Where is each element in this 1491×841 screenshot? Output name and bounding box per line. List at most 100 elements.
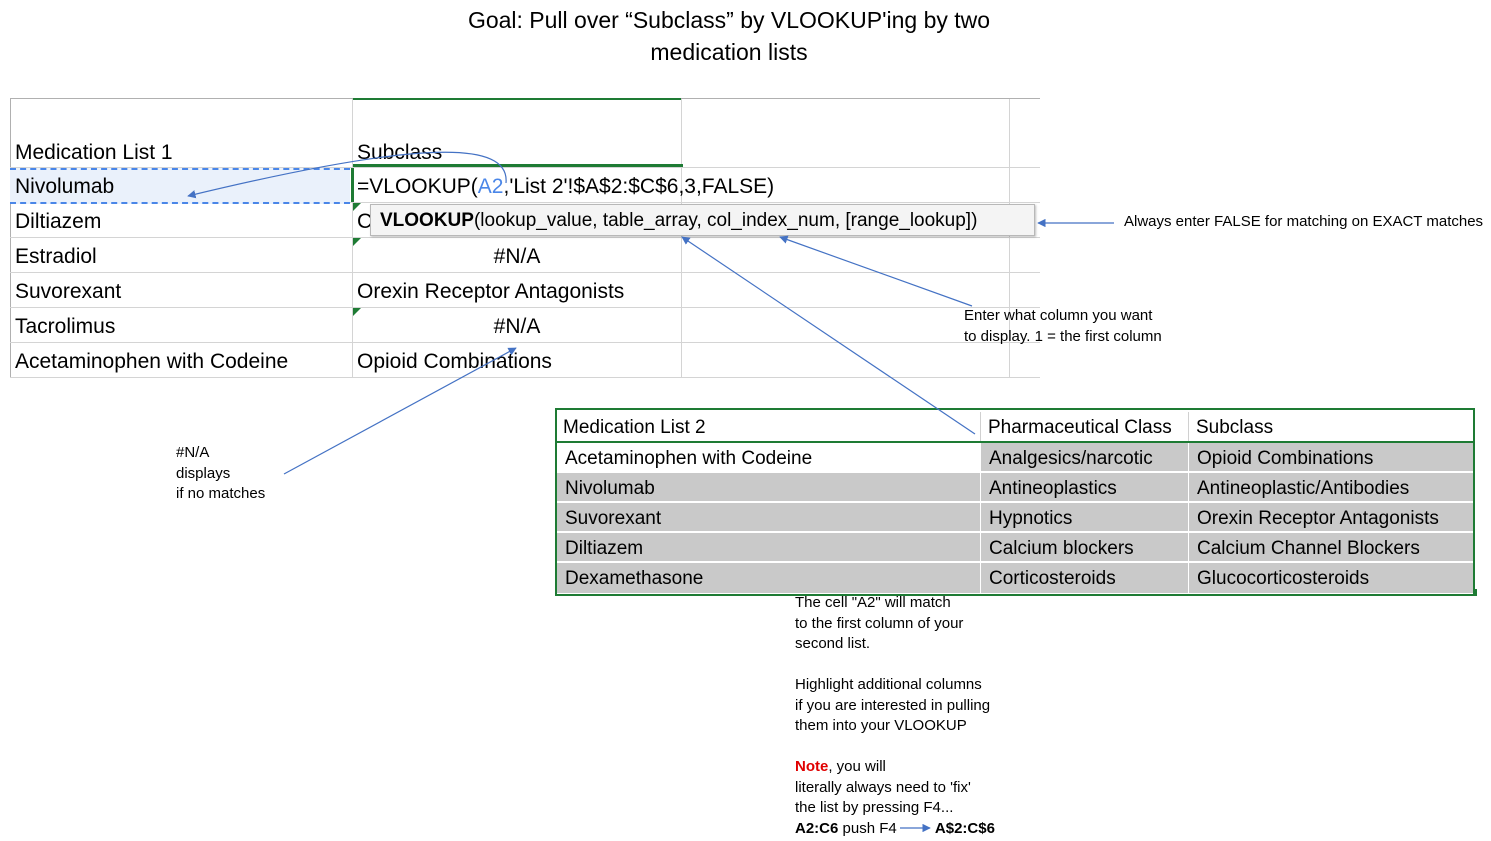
table-cell[interactable]: Corticosteroids [981,563,1188,594]
grid-line [980,412,981,442]
table-cell[interactable]: Opioid Combinations [1189,443,1473,472]
arrow-column-note [779,235,973,307]
arrow-formula-to-a2 [187,151,507,199]
column-note-line-2: to display. 1 = the first column [964,327,1162,345]
highlight-note-line-1: Highlight additional columns [795,676,982,693]
tooltip-arguments: (lookup_value, table_array, col_index_nu… [473,210,978,231]
cell-a1[interactable]: Medication List 1 [15,141,173,164]
range-border-bottom [555,594,1475,596]
na-note-line-2: displays [176,464,231,482]
column-note-line-1: Enter what column you want [964,307,1153,324]
title-line-2: medication lists [650,39,808,65]
table-row[interactable]: Diltiazem Calcium blockers Calcium Chann… [555,533,1473,563]
cell-b2-border-top [353,164,683,167]
highlight-note-line-3: them into your VLOOKUP [795,717,967,734]
grid-line [352,98,353,378]
grid-line [10,202,1040,203]
note-label: Note [795,758,829,775]
table-row[interactable]: Nivolumab Antineoplastics Antineoplastic… [555,473,1473,503]
formula-reference: A2 [477,175,504,198]
cell-a3[interactable]: Diltiazem [15,210,102,233]
cell-a5[interactable]: Suvorexant [15,280,122,303]
grid-line [1188,412,1189,442]
page-title: Goal: Pull over “Subclass” by VLOOKUP'in… [0,4,1458,68]
false-note: Always enter FALSE for matching on EXACT… [1124,213,1484,230]
data-range-border-top [555,441,1475,443]
na-note-line-3: if no matches [176,485,266,502]
table-cell[interactable]: Calcium Channel Blockers [1189,533,1473,562]
grid-line [10,98,11,378]
header-pharmaceutical-class[interactable]: Pharmaceutical Class [988,417,1172,438]
na-note: #N/A displays if no matches [176,443,265,505]
table-cell[interactable]: Orexin Receptor Antagonists [1189,503,1473,532]
error-indicator [353,203,361,211]
cell-b5[interactable]: Orexin Receptor Antagonists [357,280,625,303]
arrow-na-note [283,347,517,475]
table-cell[interactable]: Calcium blockers [981,533,1188,562]
grid-line [10,237,1040,238]
column-b-highlight [353,98,681,100]
na-note-line-1: #N/A [176,444,210,461]
header-medication-list-2[interactable]: Medication List 2 [563,417,706,438]
grid-line [10,307,1040,308]
note-line-3: the list by pressing F4... [795,799,954,816]
f4-from: A2:C6 [795,819,839,837]
error-indicator [353,238,361,246]
f4-mid: push F4 [838,819,901,837]
title-line-1: Goal: Pull over “Subclass” by VLOOKUP'in… [467,7,991,33]
table-cell[interactable]: Acetaminophen with Codeine [557,443,980,472]
range-border-top [555,408,1475,410]
sheet-1-grid: Medication List 1 Subclass Nivolumab =VL… [0,98,1040,378]
cell-a2[interactable]: Nivolumab [15,175,115,198]
cell-note-line-3: second list. [795,635,871,652]
formula-suffix: ,'List 2'!$A$2:$C$6,3,FALSE) [503,175,775,198]
cell-b2-border-left [351,168,354,202]
column-note: Enter what column you want to display. 1… [964,306,1162,347]
cell-note-line-1: The cell "A2" will match [795,594,951,611]
grid-line [10,272,1040,273]
table-cell[interactable]: Glucocorticosteroids [1189,563,1473,594]
sheet-2-table: Medication List 2 Pharmaceutical Class S… [555,408,1477,596]
note-line-1-rest: , you will [828,758,886,775]
cell-b7[interactable]: Opioid Combinations [357,350,552,373]
table-cell[interactable]: Dexamethasone [557,563,980,594]
cell-b3[interactable]: C [357,210,373,233]
tooltip-function-name[interactable]: VLOOKUP [380,210,474,231]
function-tooltip: VLOOKUP(lookup_value, table_array, col_i… [370,204,1035,236]
cell-note-line-2: to the first column of your [795,614,964,632]
table-cell[interactable]: Antineoplastic/Antibodies [1189,473,1473,502]
f4-line: A2:C6 push F4 A$2:C$6 [795,819,995,840]
arrow-table-array [681,236,976,435]
table-cell[interactable]: Suvorexant [557,503,980,532]
table-cell[interactable]: Antineoplastics [981,473,1188,502]
header-subclass[interactable]: Subclass [1196,417,1274,438]
fill-handle[interactable] [1470,589,1477,596]
note-line-1: Note, you will [795,757,995,778]
cell-a4[interactable]: Estradiol [15,245,97,268]
highlight-note-line-2: if you are interested in pulling [795,696,991,714]
grid-line [10,377,1040,378]
cell-b4[interactable]: #N/A [493,245,541,268]
cell-a6[interactable]: Tacrolimus [15,315,116,338]
table-cell[interactable]: Analgesics/narcotic [981,443,1188,472]
range-border-left [555,408,557,596]
cell-a2-selection [10,168,350,204]
formula-prefix: =VLOOKUP( [357,175,478,198]
table-row[interactable]: Suvorexant Hypnotics Orexin Receptor Ant… [555,503,1473,533]
error-indicator [353,308,361,316]
grid-line [10,167,1040,168]
cell-b6[interactable]: #N/A [493,315,541,338]
table-header-row: Medication List 2 Pharmaceutical Class S… [555,412,1476,442]
grid-line [1009,98,1010,378]
grid-line [10,342,1040,343]
cell-a7[interactable]: Acetaminophen with Codeine [15,350,289,373]
table-row[interactable]: Acetaminophen with Codeine Analgesics/na… [555,443,1473,473]
cell-b2-formula[interactable]: =VLOOKUP(A2,'List 2'!$A$2:$C$6,3,FALSE) [357,169,1007,203]
table-cell[interactable]: Nivolumab [557,473,980,502]
cell-match-note: The cell "A2" will match to the first co… [795,593,995,839]
range-border-right [1473,408,1475,596]
table-row[interactable]: Dexamethasone Corticosteroids Glucocorti… [555,563,1473,594]
table-cell[interactable]: Hypnotics [981,503,1188,532]
table-cell[interactable]: Diltiazem [557,533,980,562]
